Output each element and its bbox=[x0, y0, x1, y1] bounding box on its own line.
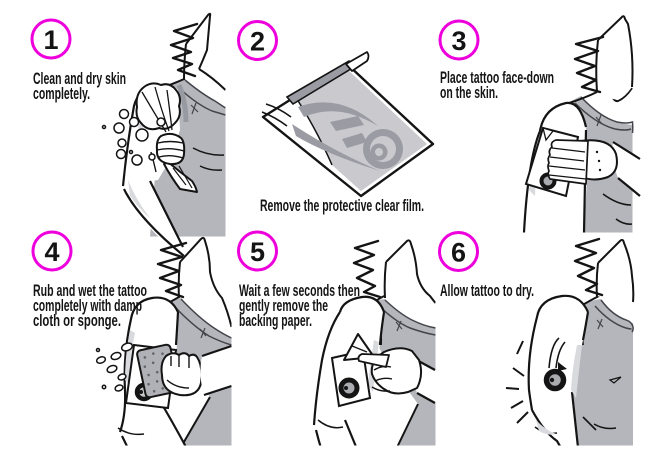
svg-text:6: 6 bbox=[451, 237, 466, 267]
svg-text:Allow tattoo to dry.: Allow tattoo to dry. bbox=[440, 281, 534, 300]
svg-text:Rub and wet the tattoo: Rub and wet the tattoo bbox=[33, 281, 147, 300]
svg-text:Clean and dry skin: Clean and dry skin bbox=[33, 69, 126, 88]
svg-text:1: 1 bbox=[43, 25, 58, 55]
svg-text:4: 4 bbox=[44, 237, 59, 267]
svg-text:3: 3 bbox=[451, 26, 466, 56]
svg-text:2: 2 bbox=[250, 26, 265, 56]
svg-text:gently remove the: gently remove the bbox=[239, 296, 328, 315]
svg-text:on the skin.: on the skin. bbox=[440, 83, 498, 102]
svg-text:cloth or sponge.: cloth or sponge. bbox=[33, 311, 121, 330]
svg-text:completely.: completely. bbox=[33, 84, 90, 103]
svg-text:Place tattoo face-down: Place tattoo face-down bbox=[440, 68, 554, 87]
svg-text:Remove the protective clear fi: Remove the protective clear film. bbox=[260, 196, 424, 215]
svg-text:Wait a few seconds then: Wait a few seconds then bbox=[239, 281, 360, 300]
svg-text:backing paper.: backing paper. bbox=[239, 311, 312, 330]
svg-text:5: 5 bbox=[250, 237, 265, 267]
svg-text:completely with damp: completely with damp bbox=[33, 296, 142, 315]
